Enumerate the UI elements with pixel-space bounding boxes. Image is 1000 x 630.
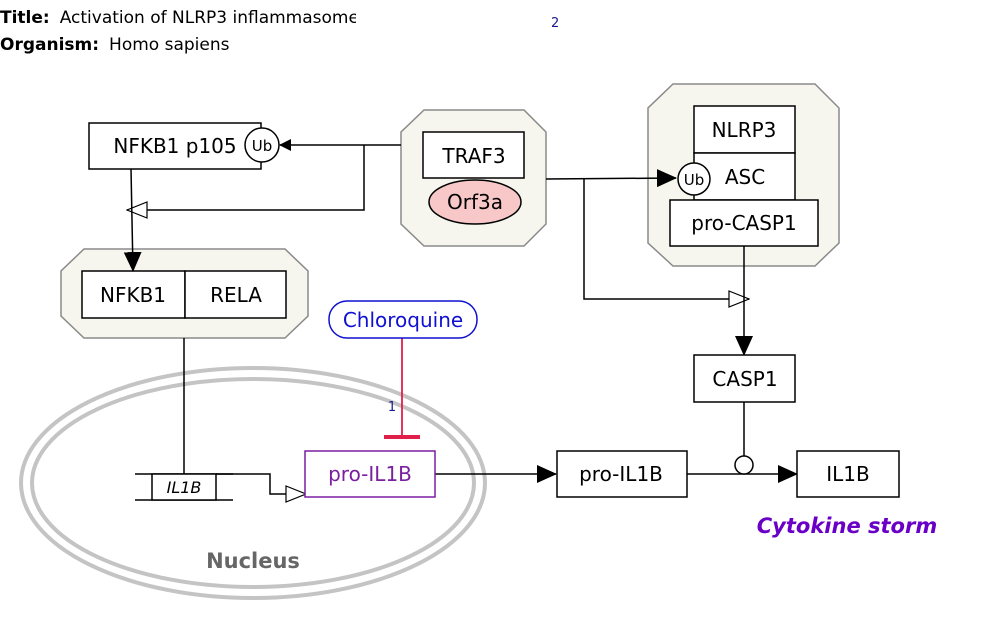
interaction-edges (123, 139, 798, 494)
nfkb-complex[interactable]: NFKB1 RELA (60, 248, 309, 339)
traf3-label: TRAF3 (441, 144, 505, 168)
rela-label: RELA (210, 283, 262, 307)
pro-il1b-group[interactable]: pro-IL1B (556, 450, 688, 498)
orf3a-node[interactable] (428, 179, 522, 225)
il1b-node[interactable] (796, 450, 900, 498)
chloroquine-label: Chloroquine (343, 308, 463, 332)
asc-label: ASC (725, 165, 765, 189)
nucleus-label: Nucleus (206, 549, 300, 573)
ub-label-nfkb1-p105: Ub (252, 137, 273, 155)
title-row: Title: Activation of NLRP3 inflammasome (0, 8, 356, 28)
organism-row: Organism: Homo sapiens (0, 35, 229, 55)
pro-il1b-nucleus-node[interactable] (304, 450, 436, 498)
pro-il1b-node[interactable] (556, 450, 688, 498)
casp1-label: CASP1 (712, 367, 777, 391)
nfkb1-p105-group[interactable]: NFKB1 p105 Ub (88, 122, 280, 170)
nfkb1-p105-label: NFKB1 p105 (113, 134, 236, 158)
cytokine-storm-label: Cytokine storm (757, 514, 937, 538)
rela-node[interactable] (184, 270, 287, 319)
pro-il1b-nucleus-group[interactable]: pro-IL1B (304, 450, 436, 498)
literature-reference-1[interactable]: 1 (388, 400, 396, 415)
edge-traf3-to-asc-ub[interactable] (545, 169, 677, 188)
organism-value: Homo sapiens (109, 35, 230, 55)
il1b-gene-group[interactable]: IL1B (135, 473, 233, 501)
edge-traf3-catalysis-anchor[interactable] (127, 145, 365, 210)
traf3-node[interactable] (422, 131, 525, 179)
edge-nfkb1-p105-to-nfkb-complex[interactable] (123, 168, 142, 272)
il1b-group[interactable]: IL1B (796, 450, 900, 498)
il1b-gene-node[interactable] (151, 473, 217, 501)
chloroquine-group[interactable]: Chloroquine (328, 300, 478, 339)
pro-casp1-node[interactable] (669, 199, 819, 247)
il1b-label: IL1B (826, 462, 870, 486)
edge-il1b-gene-to-pro-il1b[interactable] (216, 473, 306, 494)
pathway-title: Activation of NLRP3 inflammasome (59, 8, 356, 28)
nfkb1-node[interactable] (81, 270, 186, 319)
orf3a-label: Orf3a (447, 190, 503, 214)
casp1-group[interactable]: CASP1 (693, 354, 796, 403)
pro-casp1-label: pro-CASP1 (691, 211, 796, 235)
nlrp3-inflammasome-complex[interactable]: NLRP3 ASC pro-CASP1 Ub (647, 83, 840, 267)
nucleus-compartment: Nucleus (19, 366, 487, 600)
literature-reference-2[interactable]: 2 (551, 16, 560, 31)
ub-label-asc: Ub (684, 171, 705, 189)
title-label: Title: (0, 8, 50, 28)
traf3-orf3a-complex[interactable]: TRAF3 Orf3a (400, 109, 547, 247)
cleavage-anchor-circle (734, 455, 754, 475)
nlrp3-label: NLRP3 (712, 118, 777, 142)
ub-state-asc (677, 162, 711, 196)
edge-traf3-catalysis-casp1[interactable] (583, 179, 749, 299)
nfkb1-label: NFKB1 (100, 283, 166, 307)
il1b-gene-label: IL1B (167, 478, 202, 497)
pro-il1b-nucleus-label: pro-IL1B (328, 462, 412, 486)
pro-il1b-label: pro-IL1B (579, 462, 663, 486)
chloroquine-node[interactable] (328, 300, 478, 339)
casp1-node[interactable] (693, 354, 796, 403)
chloroquine-inhibition[interactable]: 1 (384, 338, 420, 439)
organism-label: Organism: (0, 35, 100, 55)
